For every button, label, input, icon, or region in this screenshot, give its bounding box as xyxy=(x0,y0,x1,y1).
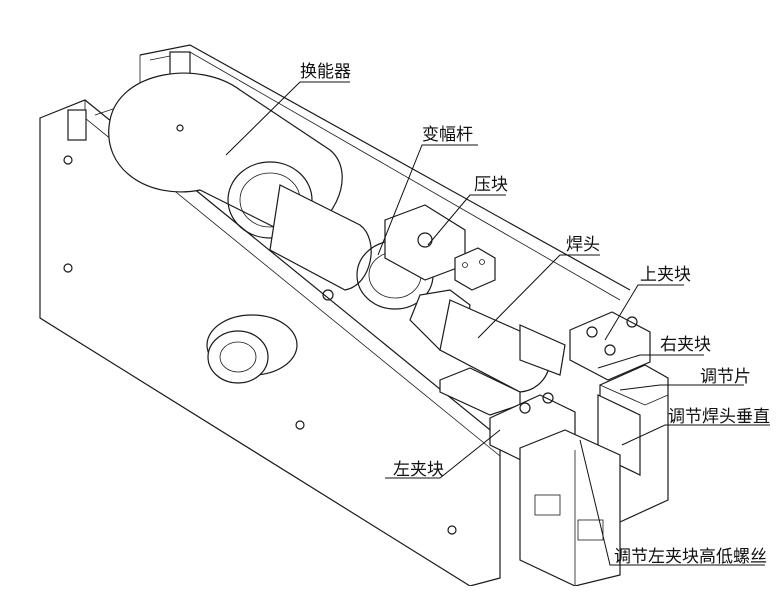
label-weld-head: 焊头 xyxy=(566,235,600,255)
frame-hole xyxy=(322,289,334,301)
leader-adjust-head-vertical xyxy=(621,424,770,446)
label-adjust-left-clamp-screw: 调节左夹块高低螺丝 xyxy=(614,547,767,567)
upper-clamp-block xyxy=(569,311,651,381)
leader-transducer xyxy=(225,81,350,156)
leader-horn xyxy=(377,144,478,256)
frame-top-rail xyxy=(139,44,631,291)
frame-hole xyxy=(63,155,73,165)
label-upper-clamp: 上夹块 xyxy=(640,265,691,285)
frame-hole xyxy=(295,420,305,430)
label-press-block: 压块 xyxy=(474,175,508,195)
label-left-clamp: 左夹块 xyxy=(393,460,444,480)
leader-left-clamp xyxy=(385,429,501,479)
leader-right-clamp xyxy=(597,354,704,369)
leader-adjust-screw xyxy=(579,439,765,566)
leader-adjust-plate xyxy=(619,384,744,391)
press-block xyxy=(384,204,466,281)
small-cube xyxy=(454,247,496,291)
label-horn: 变幅杆 xyxy=(422,125,473,145)
label-right-clamp: 右夹块 xyxy=(660,335,711,355)
lower-frame xyxy=(519,429,621,587)
label-adjust-head-vertical: 调节焊头垂直 xyxy=(668,407,770,427)
frame-hole xyxy=(176,124,184,132)
label-transducer: 换能器 xyxy=(300,62,351,82)
corner-post-left xyxy=(67,109,87,141)
frame-hole xyxy=(63,263,73,273)
weld-tip xyxy=(519,324,566,376)
adjust-knob xyxy=(207,330,269,384)
leader-press-block xyxy=(427,194,506,246)
frame-hole xyxy=(447,525,457,535)
leader-upper-clamp xyxy=(604,284,684,341)
transducer-end-ring xyxy=(227,161,313,239)
horn-body xyxy=(269,184,372,291)
label-adjust-plate: 调节片 xyxy=(700,367,751,387)
leader-weld-head xyxy=(477,254,600,339)
